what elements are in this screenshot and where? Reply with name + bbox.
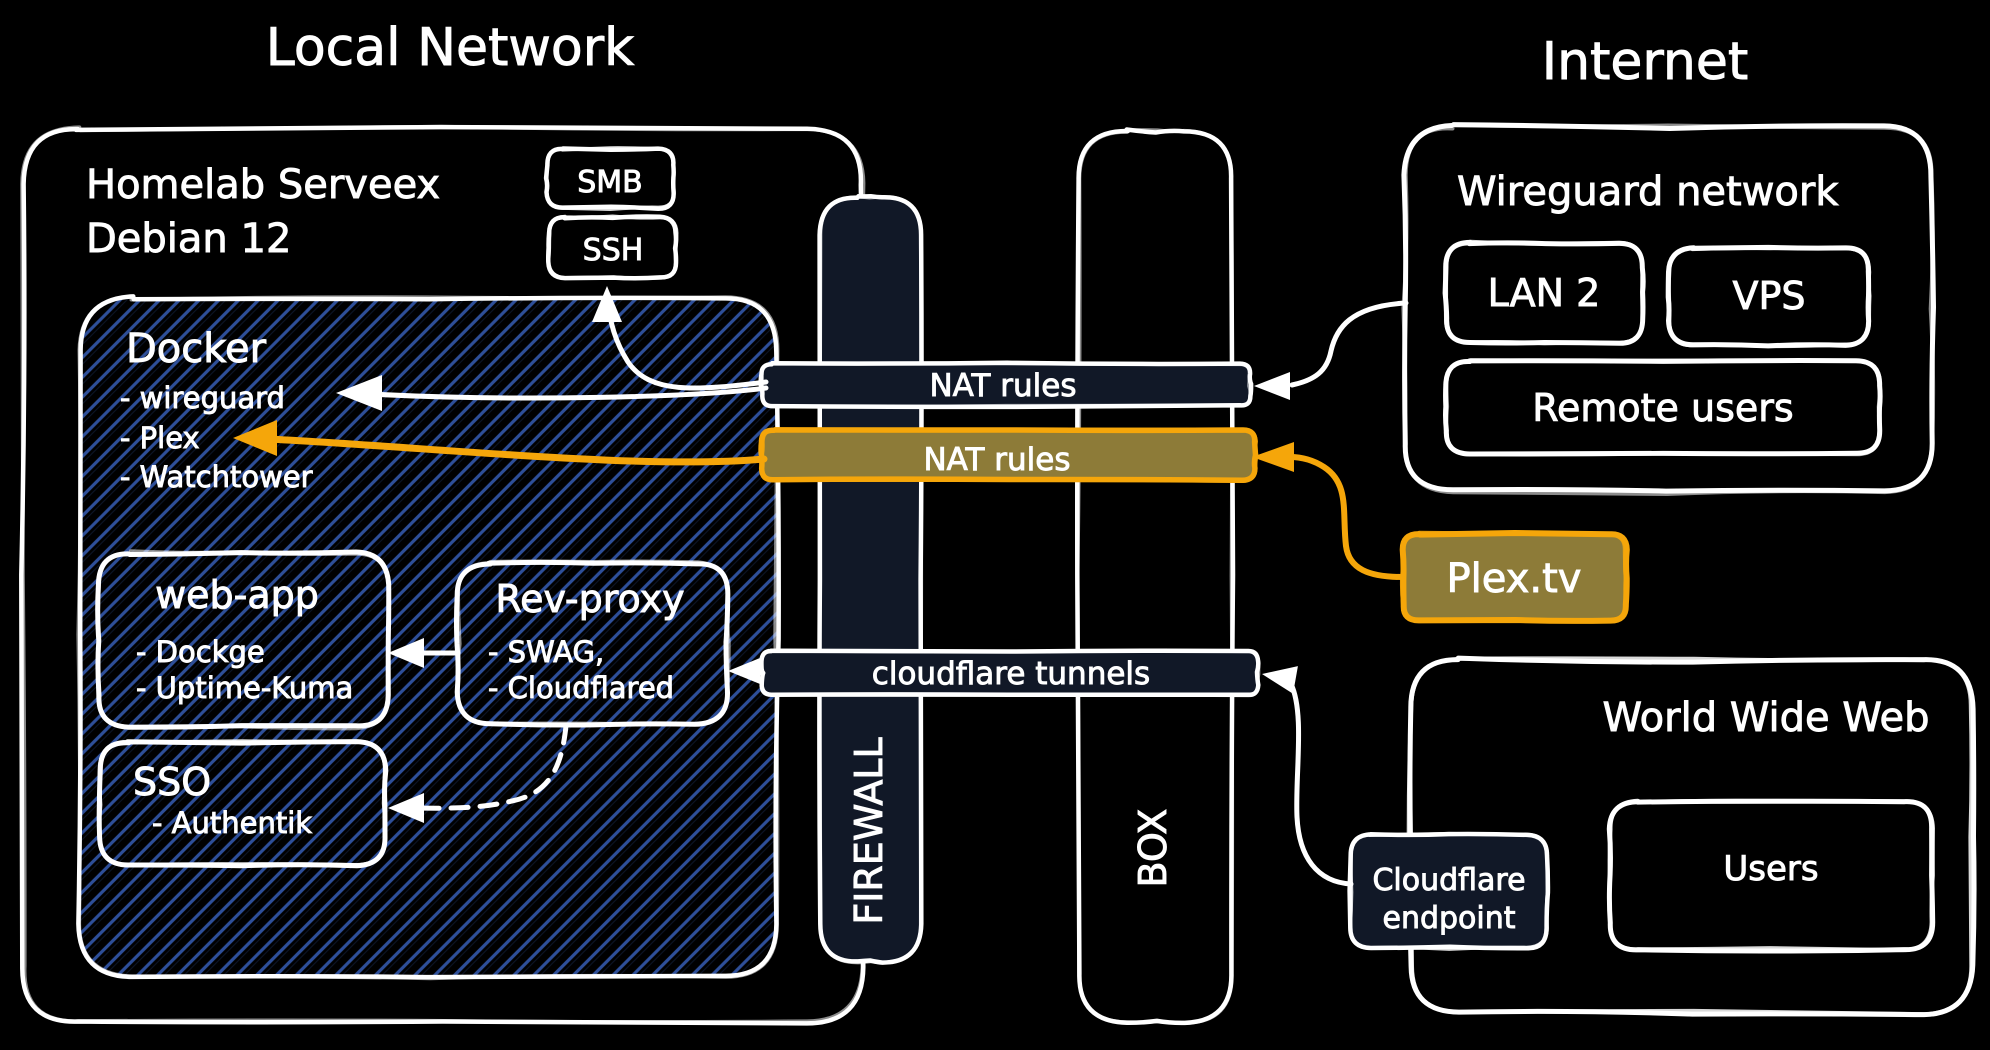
users-box: Users [1606,798,1936,954]
sso-item-authentik: - Authentik [152,806,312,840]
cloudflare-tunnels-bar-outline [759,648,1261,698]
arrow-wireguard-net-to-nat-line [1289,300,1409,388]
web-app-item-uptime-kuma: - Uptime-Kuma [136,671,353,705]
docker-item-plex: - Plex [120,421,200,455]
arrow-rev-proxy-to-sso-dashed-line [406,723,569,811]
homelab-server-box: Homelab Serveex Debian 12 [19,124,866,1026]
arrow-tunnels-to-rev-proxy-head [728,658,760,684]
homelab-title-line2: Debian 12 [86,216,291,262]
vps-label: VPS [1732,274,1805,318]
arrow-cf-endpoint-to-tunnels-line [1288,681,1354,887]
world-wide-web-box: World Wide Web [1406,655,1977,1018]
arrow-plextv-to-gold-nat-line [1285,453,1405,580]
arrow-gold-nat-to-plex-item-line [264,435,768,466]
docker-box: Docker - wireguard - Plex - Watchtower [76,294,781,981]
box-label: BOX [1131,809,1175,888]
nat-rules-top-bar: NAT rules [758,360,1254,410]
nat-rules-gold-bar: NAT rules [758,426,1259,484]
arrow-nat-to-wireguard-line [367,385,769,401]
docker-item-watchtower: - Watchtower [120,460,313,494]
arrow-gold-nat-to-plex-item [233,420,768,466]
smb-label: SMB [577,165,643,200]
smb-box-outline [544,146,676,211]
arrow-rev-proxy-to-sso-dashed-head [388,793,424,823]
arrow-gold-nat-to-plex-item-head [233,420,277,456]
arrow-nat-to-ssh-head [592,286,622,322]
plex-tv-box: Plex.tv [1399,530,1630,624]
arrow-nat-to-wireguard [336,375,769,411]
remote-users-box-outline [1443,358,1883,457]
arrow-tunnels-to-rev-proxy [728,658,766,684]
ssh-box-outline [546,214,679,281]
sso-title: SSO [133,760,211,804]
wireguard-network-box-outline [1401,123,1936,496]
arrow-cf-endpoint-to-tunnels [1262,666,1354,887]
sso-box-outline [97,739,387,868]
docker-title: Docker [126,326,267,372]
rev-proxy-item-swag: - SWAG, [488,635,604,669]
docker-item-wireguard: - wireguard [120,381,285,415]
remote-users-label: Remote users [1532,386,1793,430]
title-local-network: Local Network [266,18,634,78]
wireguard-network-box: Wireguard network [1401,122,1936,496]
arrow-rev-proxy-to-sso-dashed [388,723,569,823]
lan2-label: LAN 2 [1488,271,1601,315]
rev-proxy-box: Rev-proxy - SWAG, - Cloudflared [454,559,731,728]
arrow-wireguard-net-to-nat [1254,300,1409,400]
lan2-box-outline [1443,239,1645,346]
title-internet: Internet [1542,32,1748,92]
ssh-label: SSH [583,233,644,268]
nat-rules-gold-label: NAT rules [923,442,1070,478]
box-bar: BOX [1075,127,1236,1026]
arrow-rev-proxy-to-web-app [388,638,461,668]
web-app-box: web-app - Dockge - Uptime-Kuma [95,549,392,731]
arrow-rev-proxy-to-web-app-head [388,638,424,668]
wireguard-network-title: Wireguard network [1457,169,1839,215]
remote-users-box: Remote users [1443,358,1883,457]
arrow-plextv-to-gold-nat-head [1252,442,1294,472]
smb-box: SMB [543,146,676,212]
world-wide-web-title: World Wide Web [1602,695,1929,741]
box-bar-outline [1075,128,1235,1025]
web-app-item-dockge: - Dockge [136,635,265,669]
users-box-outline [1607,798,1935,953]
firewall-label: FIREWALL [847,737,891,924]
users-label: Users [1723,849,1818,889]
cloudflare-endpoint-box-outline [1348,831,1550,951]
arrow-cf-endpoint-to-tunnels-head [1262,666,1298,694]
arrow-wireguard-net-to-nat-head [1254,372,1290,400]
lan2-box: LAN 2 [1442,239,1646,346]
rev-proxy-box-outline [455,559,731,727]
sso-box: SSO - Authentik [96,739,389,869]
rev-proxy-title: Rev-proxy [495,577,684,621]
rev-proxy-item-cloudflared: - Cloudflared [488,671,674,705]
plex-tv-label: Plex.tv [1447,556,1582,602]
nat-rules-top-label: NAT rules [929,368,1076,404]
arrow-nat-to-wireguard-head [336,375,382,411]
vps-box: VPS [1665,244,1872,349]
firewall-bar: FIREWALL [817,193,924,965]
firewall-bar-outline [817,195,924,965]
homelab-title-line1: Homelab Serveex [86,162,440,208]
cloudflare-tunnels-label: cloudflare tunnels [872,656,1150,692]
web-app-box-outline [95,549,391,731]
cloudflare-endpoint-line1: Cloudflare [1372,863,1525,898]
vps-box-outline [1666,245,1872,349]
web-app-title: web-app [155,573,319,617]
arrow-plextv-to-gold-nat [1252,442,1405,580]
cloudflare-endpoint-line2: endpoint [1382,901,1515,936]
ssh-box: SSH [545,214,679,281]
docker-box-outline [76,294,780,981]
homelab-server-box-outline [20,124,866,1024]
cloudflare-endpoint-box: Cloudflare endpoint [1347,831,1551,951]
arrow-nat-to-ssh [592,286,769,391]
cloudflare-tunnels-bar: cloudflare tunnels [758,648,1261,698]
nat-rules-top-bar-outline [759,361,1253,409]
